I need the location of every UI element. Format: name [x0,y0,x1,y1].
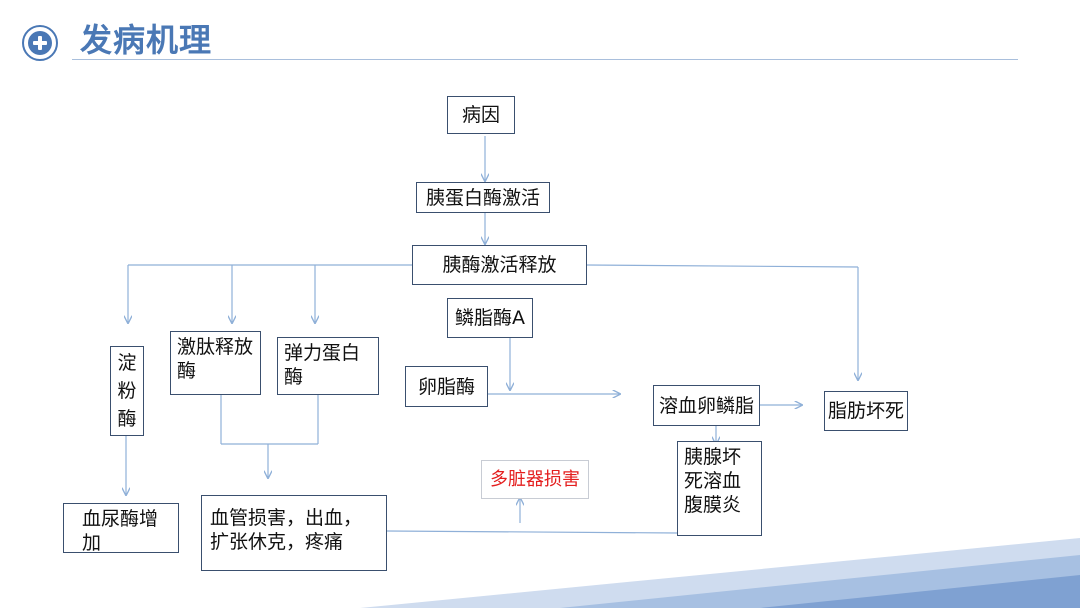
node-vascular-damage-label: 血管损害，出血，扩张休克，疼痛 [210,507,363,553]
node-pancreas-effects-label: 胰腺坏死溶血腹膜炎 [684,446,742,516]
node-fat-necrosis: 脂肪坏死 [824,391,908,431]
node-organ-damage: 多脏器损害 [481,460,589,499]
node-phospholipase: 鳞脂酶A [447,298,533,338]
node-kinin: 激肽释放酶 [170,331,261,395]
node-vascular-damage: 血管损害，出血，扩张休克，疼痛 [201,495,387,571]
node-phospholipase-label: 鳞脂酶A [455,307,525,329]
node-enzyme-release-label: 胰酶激活释放 [442,254,557,276]
node-amylase-label: 淀粉酶 [117,352,137,430]
node-pancreas-effects: 胰腺坏死溶血腹膜炎 [677,441,762,536]
node-elastase-label: 弹力蛋白酶 [284,342,361,388]
node-cause: 病因 [447,96,515,134]
node-blood-urine-label: 血尿酶增加 [82,508,159,554]
node-organ-damage-label: 多脏器损害 [490,468,580,490]
node-lecithin: 卵脂酶 [405,366,488,407]
node-trypsin-activation: 胰蛋白酶激活 [416,182,550,213]
node-lecithin-label: 卵脂酶 [417,375,475,398]
node-trypsin-activation-label: 胰蛋白酶激活 [425,186,540,209]
node-elastase: 弹力蛋白酶 [277,337,379,395]
node-amylase: 淀粉酶 [110,346,144,436]
title-divider [72,59,1018,60]
node-cause-label: 病因 [461,104,500,126]
node-lysolecithin: 溶血卵鳞脂 [653,385,760,426]
node-enzyme-release: 胰酶激活释放 [412,245,587,285]
node-lysolecithin-label: 溶血卵鳞脂 [658,394,754,417]
node-fat-necrosis-label: 脂肪坏死 [827,400,904,422]
vascular-to-pancreas [386,530,678,534]
page-title: 发病机理 [80,21,213,59]
plus-circle-icon [22,25,58,61]
branch-right-bar [586,264,859,268]
node-blood-urine: 血尿酶增加 [63,503,179,554]
node-kinin-label: 激肽释放酶 [177,336,254,382]
